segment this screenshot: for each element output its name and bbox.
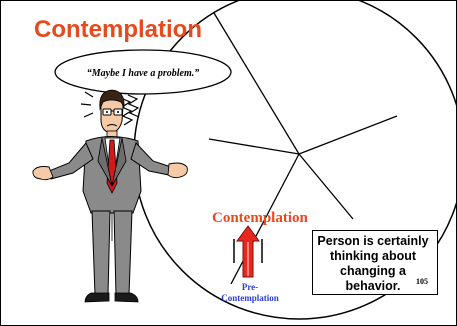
slide-title: Contemplation xyxy=(34,16,202,43)
speech-text: “Maybe I have a problem.” xyxy=(87,68,200,79)
previous-stage-label-line2: Contemplation xyxy=(221,293,279,303)
current-stage-label: Contemplation xyxy=(212,210,308,226)
progress-arrow xyxy=(236,225,260,278)
wheel-spokes xyxy=(208,12,398,285)
page-number: 105 xyxy=(416,277,428,286)
boundary-bars xyxy=(233,239,263,263)
callout-text: Person is certainly thinking about chang… xyxy=(317,234,429,293)
previous-stage-label-line1: Pre- xyxy=(242,282,258,292)
worry-lines xyxy=(80,91,140,126)
description-callout: Person is certainly thinking about chang… xyxy=(312,230,438,295)
worried-man-illustration xyxy=(32,89,188,303)
speech-bubble: “Maybe I have a problem.” xyxy=(54,49,232,95)
